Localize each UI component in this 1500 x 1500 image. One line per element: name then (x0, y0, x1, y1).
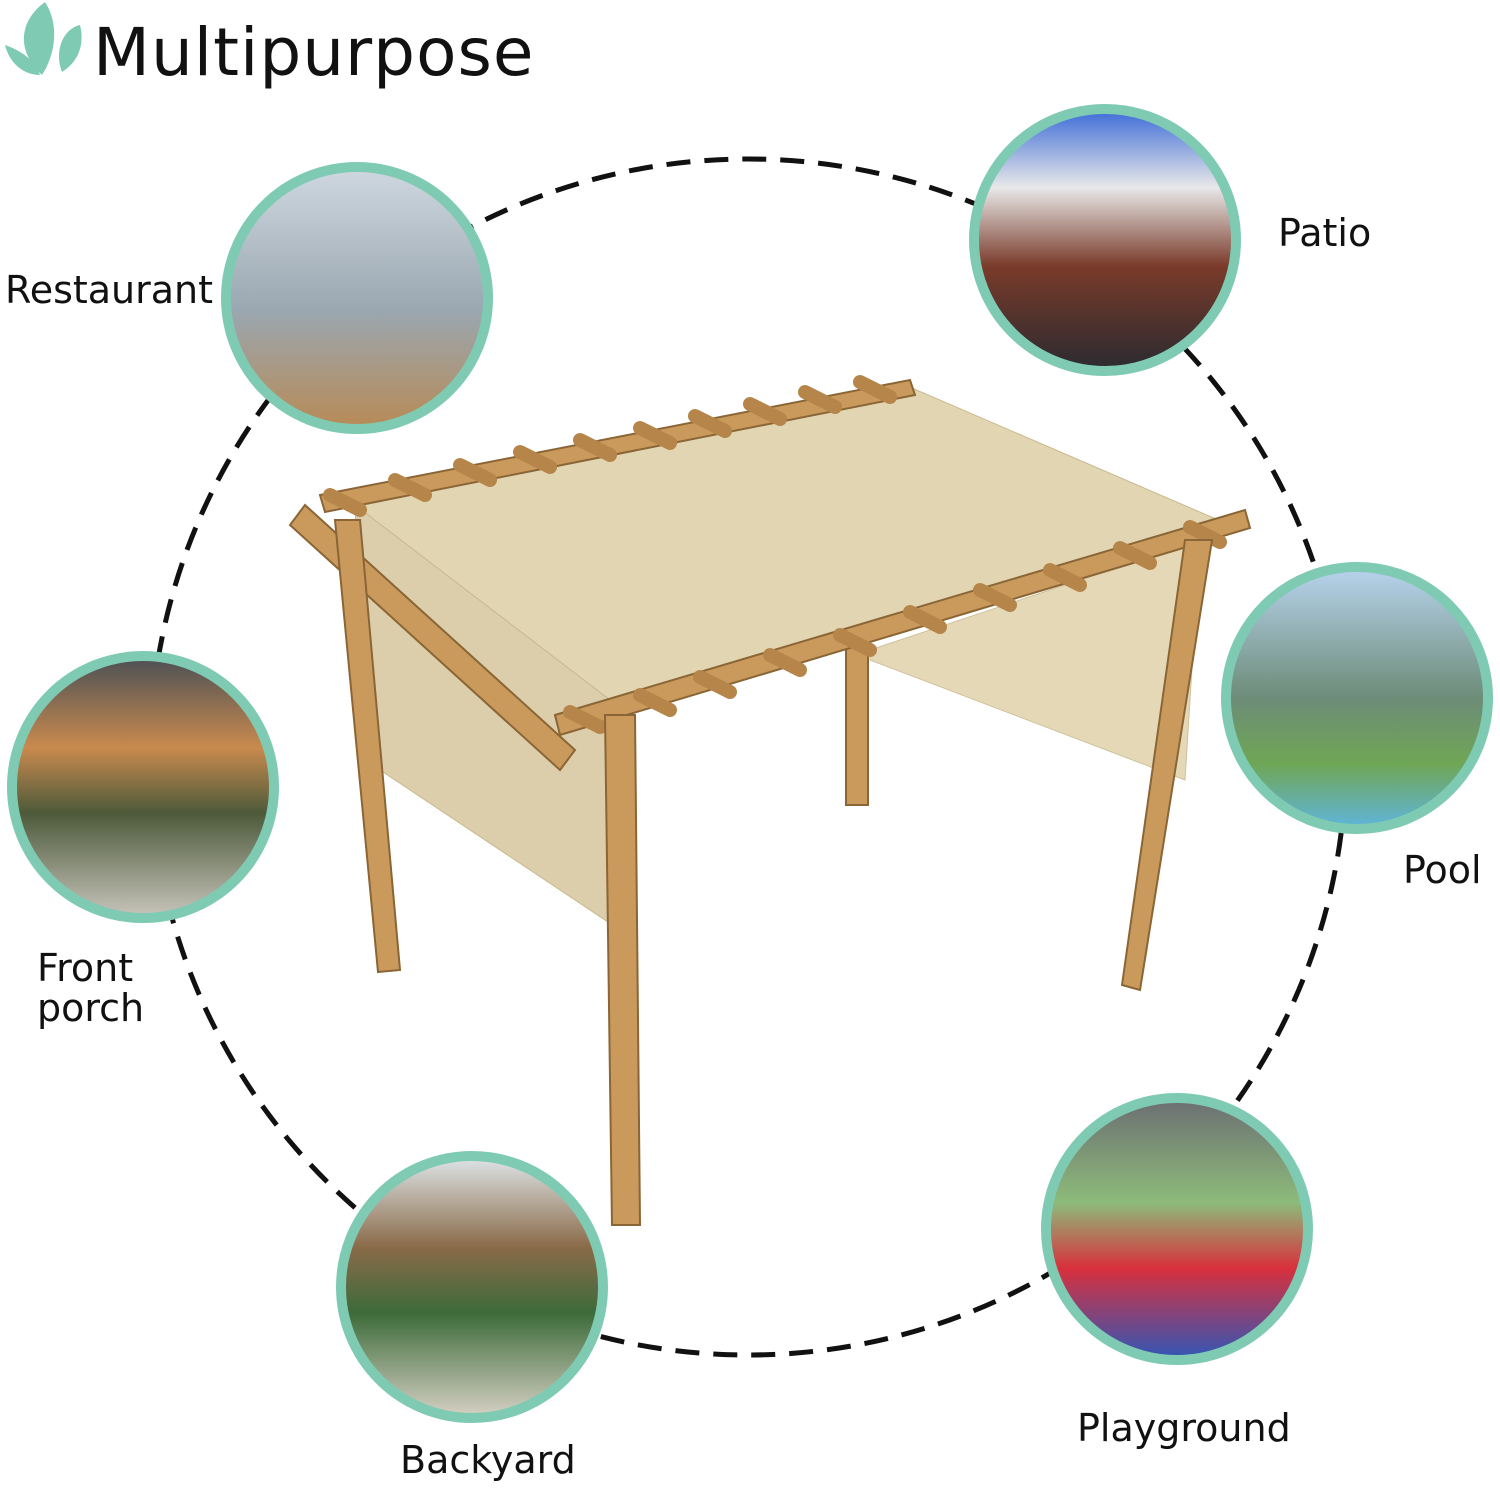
label-playground: Playground (1077, 1406, 1291, 1450)
pool-photo (1221, 562, 1493, 834)
label-pool: Pool (1403, 848, 1482, 892)
pergola-illustration (288, 375, 1252, 1226)
label-backyard: Backyard (400, 1438, 576, 1482)
front-porch-photo (7, 651, 279, 923)
restaurant-photo (221, 162, 493, 434)
label-front-porch: Front porch (37, 946, 145, 1030)
leaf-logo-icon (5, 2, 82, 75)
playground-photo (1041, 1093, 1313, 1365)
backyard-photo (336, 1151, 608, 1423)
page-title: Multipurpose (93, 14, 535, 91)
patio-photo (969, 104, 1241, 376)
label-restaurant: Restaurant (5, 268, 214, 312)
label-patio: Patio (1278, 211, 1372, 255)
